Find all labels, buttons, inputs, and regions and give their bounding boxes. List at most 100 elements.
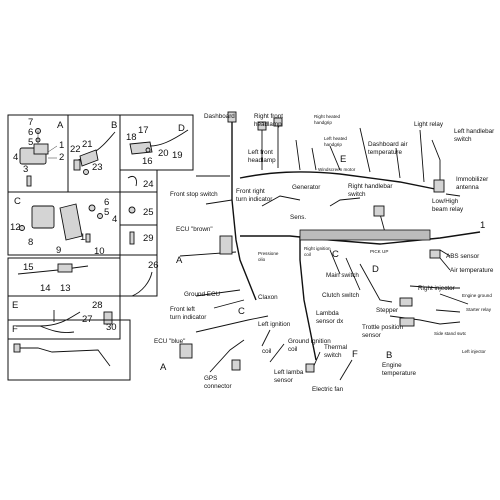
label-left-front-headlamp: Left front xyxy=(248,149,273,156)
screw-part xyxy=(129,231,135,245)
label-pressione-olio: Pressione xyxy=(258,251,279,256)
ref-number-5: 5 xyxy=(28,137,33,148)
detail-box-26 xyxy=(119,254,158,297)
detail-small-items: 24 25 29 xyxy=(119,169,158,256)
label-left-ignition-coil: Left ignition xyxy=(258,321,291,328)
ref-number-29: 29 xyxy=(143,233,154,244)
label-sens: Sens. xyxy=(290,214,306,221)
label-stepper: Stepper xyxy=(376,307,398,314)
main-letter-a-bottom: A xyxy=(160,362,167,373)
section-letter-f: F xyxy=(12,324,18,335)
label-right-ignition-coil: Right ignition xyxy=(304,246,331,251)
label-thermal-switch-2: switch xyxy=(324,352,342,359)
plug-part xyxy=(103,311,113,325)
ref-number-8: 8 xyxy=(28,237,33,248)
label-right-front-headlamp-2: headlamp xyxy=(254,121,282,128)
ref-number-17: 17 xyxy=(138,125,149,136)
label-engine-temperature-2: temperature xyxy=(382,370,416,377)
label-immobilizer-antenna-2: antenna xyxy=(456,184,479,191)
ref-number-18: 18 xyxy=(126,132,137,143)
label-lambda-sensor-dx: Lambda xyxy=(316,310,339,317)
ref-number-24: 24 xyxy=(143,179,154,190)
ref-number-13: 13 xyxy=(60,283,71,294)
main-ref-number-1: 1 xyxy=(480,220,485,231)
label-right-injector: Right injector xyxy=(418,285,455,292)
label-gps-connector-2: connector xyxy=(204,383,232,390)
label-front-right-turn-indicator: Front right xyxy=(236,188,265,195)
clip-part xyxy=(127,175,137,187)
label-starter-relay: Starter relay xyxy=(466,307,492,312)
label-left-heated-handgrip: Left heated xyxy=(324,136,347,141)
label-claxon: Claxon xyxy=(258,294,278,301)
bracket-part xyxy=(73,131,116,175)
label-pick-up: PICK UP xyxy=(370,249,388,254)
ref-number-7: 7 xyxy=(28,117,33,128)
label-light-relay: Light relay xyxy=(414,121,444,128)
ref-number-26: 26 xyxy=(148,260,159,271)
sensor-part xyxy=(129,129,189,155)
label-dashboard: Dashboard xyxy=(204,113,235,120)
label-left-ignition-coil-2: coil xyxy=(262,348,271,355)
label-air-temperature: Air temperature xyxy=(450,267,494,274)
ref-number-4-c: 4 xyxy=(112,214,117,225)
main-letter-b: B xyxy=(386,350,392,361)
label-engine-ground: Engine ground xyxy=(462,293,492,298)
label-right-ignition-coil-2: coil xyxy=(304,252,311,257)
label-clutch-switch: Clutch switch xyxy=(322,292,360,299)
label-windscreen-motor: Windscreen motor xyxy=(318,167,356,172)
label-lambda-sensor-dx-2: sensor dx xyxy=(316,318,344,325)
module-part xyxy=(19,203,103,243)
ref-number-15: 15 xyxy=(23,262,34,273)
ref-number-14: 14 xyxy=(40,283,51,294)
ref-number-6-c: 6 xyxy=(104,197,109,208)
label-ecu-brown: ECU "brown" xyxy=(176,226,213,233)
ref-number-9: 9 xyxy=(56,245,61,256)
label-left-lamba-sensor-2: sensor xyxy=(274,377,293,384)
connector-part xyxy=(57,263,73,273)
main-letter-a-top: A xyxy=(176,255,183,266)
main-labels: Dashboard Right front headlamp Right hea… xyxy=(154,113,494,393)
ref-number-20: 20 xyxy=(158,148,169,159)
label-low-high-beam-relay-2: beam relay xyxy=(432,206,464,213)
washer-part xyxy=(128,206,136,214)
ref-number-21: 21 xyxy=(82,139,93,150)
label-engine-temperature: Engine xyxy=(382,362,402,369)
label-left-handlebar-switch-2: switch xyxy=(454,136,472,143)
main-letter-e: E xyxy=(340,154,346,165)
ref-number-3: 3 xyxy=(23,164,28,175)
detail-box-d: D 17 18 16 20 19 xyxy=(119,114,194,171)
lead-part-f xyxy=(18,347,111,367)
label-ecu-blue: ECU "blue" xyxy=(154,338,185,345)
label-ground-ecu: Ground ECU xyxy=(184,291,220,298)
section-letter-b: B xyxy=(111,120,117,131)
label-front-left-turn-indicator: Front left xyxy=(170,306,195,313)
section-letter-d: D xyxy=(178,123,185,134)
ref-number-30: 30 xyxy=(106,322,117,333)
label-left-injector: Left injector xyxy=(462,349,486,354)
lead-part xyxy=(131,271,153,297)
detail-box-c: C 6 5 4 12 8 9 10 11 xyxy=(7,191,121,257)
label-generator: Generator xyxy=(292,184,320,191)
section-letter-e: E xyxy=(12,300,18,311)
label-right-heated-handgrip-2: handgrip xyxy=(314,120,332,125)
ref-number-10: 10 xyxy=(94,246,105,257)
section-letter-a: A xyxy=(57,120,64,131)
label-left-handlebar-switch: Left handlebar xyxy=(454,128,494,135)
ref-number-4: 4 xyxy=(13,152,18,163)
ref-number-19: 19 xyxy=(172,150,183,161)
label-front-stop-switch: Front stop switch xyxy=(170,191,218,198)
detail-box-f: F 30 xyxy=(7,319,131,381)
main-letters: E C D B A A C F 1 xyxy=(160,154,485,373)
detail-box-b: B 22 21 23 xyxy=(67,114,121,193)
label-main-switch: Main switch xyxy=(326,272,359,279)
main-letter-d: D xyxy=(372,264,379,275)
ref-number-25: 25 xyxy=(143,207,154,218)
label-right-handlebar-switch: Right handlebar xyxy=(348,183,392,190)
ref-number-11: 11 xyxy=(80,232,90,243)
main-letter-f: F xyxy=(352,349,358,360)
ref-number-2: 2 xyxy=(59,152,64,163)
harness-part xyxy=(16,310,81,333)
label-low-high-beam-relay: Low/High xyxy=(432,198,459,205)
detail-box-a: A 7 6 5 1 2 4 3 xyxy=(7,114,69,193)
